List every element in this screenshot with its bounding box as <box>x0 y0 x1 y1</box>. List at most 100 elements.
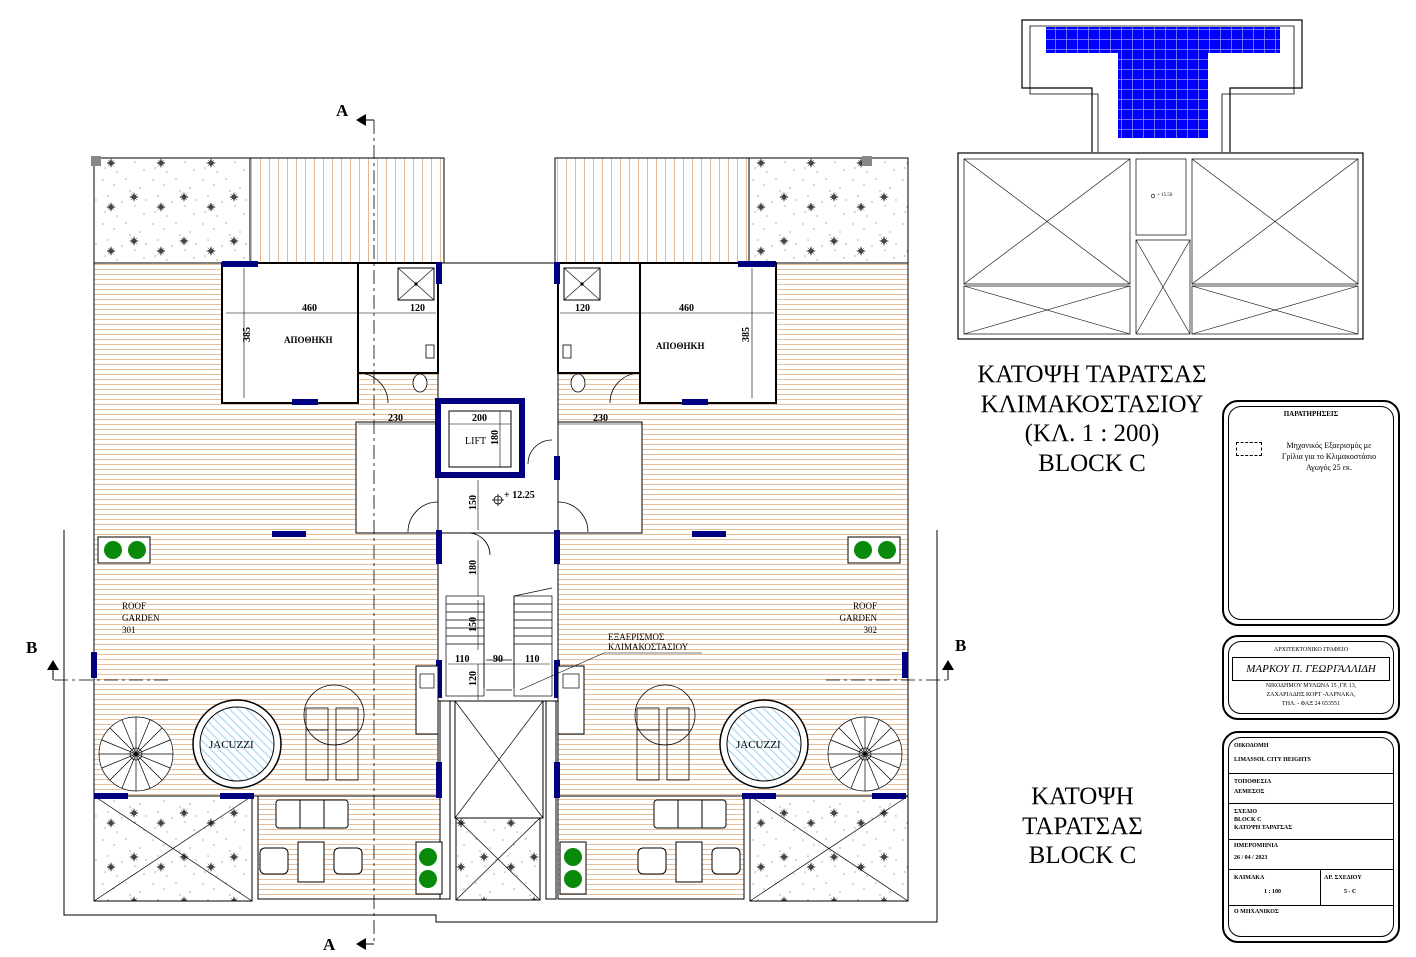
storage-right-label: ΑΠΟΘΗΚΗ <box>656 341 705 351</box>
lounge-furniture-right <box>637 799 741 883</box>
tb-date-label: ΗΜΕΡΟΜΗΝΙΑ <box>1234 843 1278 849</box>
office-address: ΝΙΚΟΔΗΜΟΥ ΜΥΛΩΝΑ 15 ,ΓΡ. 13, ΖΑΧΑΡΙΑΔΗΣ … <box>1224 682 1398 709</box>
tb-drawing-label: ΣΧΕΔΙΟ <box>1234 809 1258 815</box>
tb-drawing: ΣΧΕΔΙΟ BLOCK C ΚΑΤΟΨΗ ΤΑΡΑΤΣΑΣ <box>1228 803 1394 840</box>
solar-panels-column <box>1118 53 1208 138</box>
kitchenette-left <box>415 665 439 735</box>
stair-roof-title-line: ΚΑΤΟΨΗ ΤΑΡΑΤΣΑΣ <box>977 361 1207 388</box>
jacuzzi-label-right: JACUZZI <box>736 739 781 751</box>
umbrella-loungers-left <box>303 684 365 781</box>
gravel-planter-top-right <box>748 157 909 264</box>
svg-text:GARDEN: GARDEN <box>840 613 878 623</box>
tb-date-value: 26 / 04 / 2023 <box>1234 855 1268 861</box>
jacuzzi-label-left: JACUZZI <box>209 739 254 751</box>
svg-text:230: 230 <box>388 413 403 424</box>
lounge-furniture-left <box>259 799 363 883</box>
tb-scale-sheet: ΚΛΙΜΑΚΑ 1 : 100 ΑΡ. ΣΧΕΔΙΟΥ 5 - C <box>1228 869 1394 906</box>
solar-panels-row <box>1046 27 1280 53</box>
stair-roof-plan: + 15.50 <box>957 19 1364 340</box>
tb-building-label: ΟΙΚΟΔΟΜΗ <box>1234 743 1269 749</box>
section-b-left-label: B <box>26 638 37 657</box>
tb-location: ΤΟΠΟΘΕΣΙΑ ΛΕΜΕΣΟΣ <box>1228 773 1394 804</box>
tree-icon <box>878 541 896 559</box>
svg-text:230: 230 <box>593 413 608 424</box>
pergola-left <box>249 157 445 264</box>
svg-text:200: 200 <box>472 413 487 424</box>
svg-text:ROOF: ROOF <box>122 601 146 611</box>
tree-icon <box>128 541 146 559</box>
level-value: + 12.25 <box>504 490 535 501</box>
spiral-stair-left <box>98 716 174 792</box>
spiral-stair-right <box>827 716 903 792</box>
section-a-bottom-label: A <box>323 935 336 954</box>
office-label: ΑΡΧΙΤΕΚΤΟΝΙΚΟ ΓΡΑΦΕΙΟ <box>1273 647 1349 653</box>
svg-text:302: 302 <box>864 625 878 635</box>
svg-text:460: 460 <box>679 303 694 314</box>
svg-text:90: 90 <box>493 654 503 665</box>
toilet-right <box>570 373 586 393</box>
storage-right <box>639 262 777 404</box>
tree-icon <box>104 541 122 559</box>
corner-marker-left <box>91 156 101 166</box>
tree-icon <box>419 848 437 866</box>
svg-text:150: 150 <box>468 617 479 632</box>
svg-text:GARDEN: GARDEN <box>122 613 160 623</box>
sink-left <box>425 344 435 359</box>
office-panel: ΑΡΧΙΤΕΚΤΟΝΙΚΟ ΓΡΑΦΕΙΟ ΜΑΡΚΟΥ Π. ΓΕΩΡΓΑΛΛ… <box>1222 635 1400 720</box>
kitchenette-right <box>557 665 585 735</box>
dimension-values: 460 120 385 230 460 120 385 230 200 180 … <box>242 303 752 686</box>
tb-sheet-value: 5 - C <box>1344 889 1357 895</box>
notes-text: Μηχανικός Εξαερισμός με Γρίλια για το Κλ… <box>1264 440 1394 473</box>
tree-icon <box>564 870 582 888</box>
svg-text:110: 110 <box>525 654 539 665</box>
office-address-line: ΝΙΚΟΔΗΜΟΥ ΜΥΛΩΝΑ 15 ,ΓΡ. 13, <box>1265 683 1357 689</box>
svg-text:120: 120 <box>410 303 425 314</box>
title-block: ΟΙΚΟΔΟΜΗ LIMASSOL CITY HEIGHTS ΤΟΠΟΘΕΣΙΑ… <box>1222 731 1400 943</box>
building-outline <box>63 530 938 923</box>
main-title-line: ΚΑΤΟΨΗ <box>1031 783 1134 810</box>
stair-roof-title-line: (ΚΛ. 1 : 200) <box>1024 420 1160 447</box>
ventilation-label: ΕΞΑΕΡΙΣΜΟΣ ΚΛΙΜΑΚΟΣΤΑΣΙΟΥ <box>608 632 689 652</box>
tb-scale-value: 1 : 100 <box>1264 889 1281 895</box>
stair-roof-title-line: BLOCK C <box>1038 449 1146 477</box>
main-title: ΚΑΤΟΨΗ ΤΑΡΑΤΣΑΣ BLOCK C <box>1000 782 1165 871</box>
svg-text:180: 180 <box>468 560 479 575</box>
storage-left-label: ΑΠΟΘΗΚΗ <box>284 335 333 345</box>
stair-core <box>437 532 559 702</box>
roof-garden-301-label: ROOF GARDEN 301 <box>122 601 160 635</box>
stair-roof-title: ΚΑΤΟΨΗ ΤΑΡΑΤΣΑΣ ΚΛΙΜΑΚΟΣΤΑΣΙΟΥ (ΚΛ. 1 : … <box>952 360 1232 478</box>
svg-text:ΚΛΙΜΑΚΟΣΤΑΣΙΟΥ: ΚΛΙΜΑΚΟΣΤΑΣΙΟΥ <box>608 642 689 652</box>
window-strips <box>91 261 908 799</box>
svg-text:460: 460 <box>302 303 317 314</box>
notes-line: Γρίλια για το Κλιμακοστάσιο <box>1281 452 1377 461</box>
svg-text:150: 150 <box>468 495 479 510</box>
tb-drawing-value: BLOCK C <box>1234 817 1262 823</box>
umbrella-loungers-right <box>634 684 696 781</box>
section-a-top-label: A <box>336 101 349 120</box>
tb-location-label: ΤΟΠΟΘΕΣΙΑ <box>1234 779 1272 785</box>
svg-text:301: 301 <box>122 625 136 635</box>
tb-drawing-value: ΚΑΤΟΨΗ ΤΑΡΑΤΣΑΣ <box>1234 825 1293 831</box>
roof-garden-302-label: ROOF GARDEN 302 <box>840 601 878 635</box>
pergola-right <box>554 157 750 264</box>
corner-marker-right <box>862 156 872 166</box>
tb-scale-label: ΚΛΙΜΑΚΑ <box>1234 875 1265 881</box>
stair-roof-level: + 15.50 <box>1157 193 1173 198</box>
sink-right <box>562 344 572 359</box>
svg-text:385: 385 <box>242 327 253 342</box>
lift-label: LIFT <box>465 436 486 447</box>
main-title-line: BLOCK C <box>1028 842 1137 869</box>
tb-engineer-label: Ο ΜΗΧΑΝΙΚΟΣ <box>1234 909 1279 915</box>
svg-text:385: 385 <box>741 327 752 342</box>
tb-building-value: LIMASSOL CITY HEIGHTS <box>1234 757 1311 763</box>
svg-text:ROOF: ROOF <box>853 601 877 611</box>
svg-text:120: 120 <box>575 303 590 314</box>
section-lines <box>54 120 950 945</box>
tree-icon <box>564 848 582 866</box>
dimension-lines <box>226 268 774 700</box>
tb-sheet-label: ΑΡ. ΣΧΕΔΙΟΥ <box>1324 875 1362 881</box>
office-address-line: ΖΑΧΑΡΙΑΔΗΣ ΚΟΡΤ -ΛΑΡΝΑΚΑ, <box>1266 692 1356 698</box>
notes-line: Μηχανικός Εξαερισμός με <box>1286 441 1372 450</box>
svg-text:ΕΞΑΕΡΙΣΜΟΣ: ΕΞΑΕΡΙΣΜΟΣ <box>608 632 664 642</box>
